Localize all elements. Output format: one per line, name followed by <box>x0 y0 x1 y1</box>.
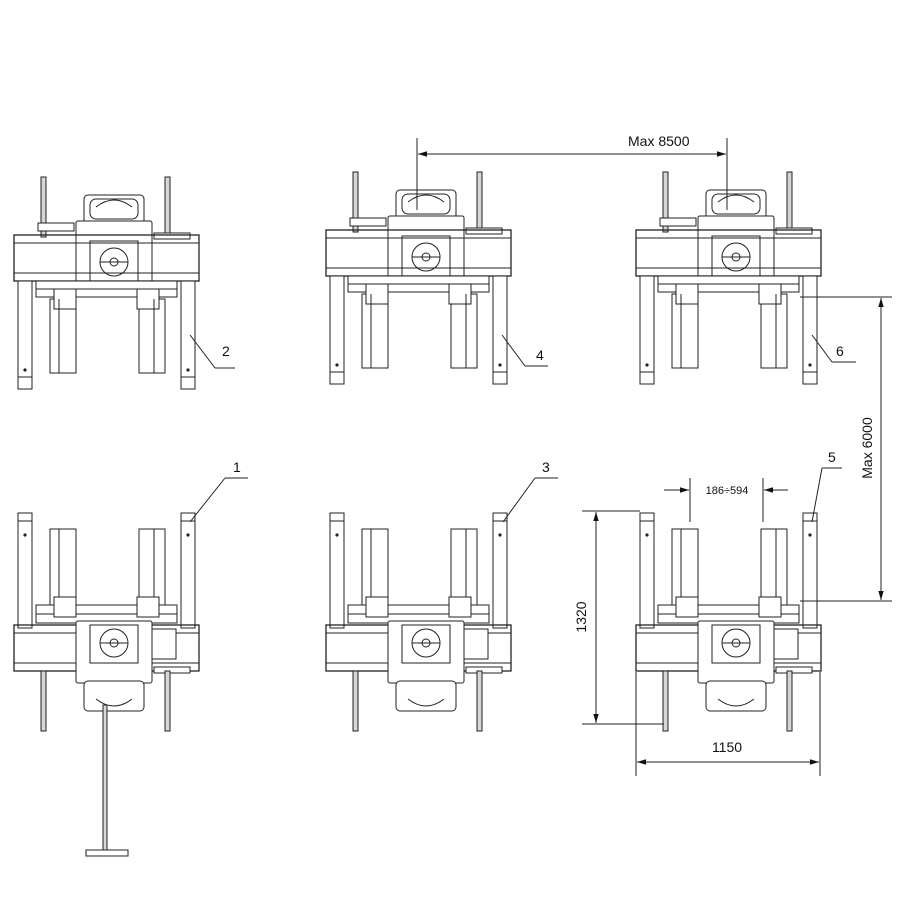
callout-1-label: 1 <box>233 459 241 475</box>
dimension-width-1150-label: 1150 <box>712 739 742 755</box>
dimension-width-1150: 1150 <box>635 672 821 776</box>
unit-bottom-right <box>635 512 822 732</box>
dimension-max-6000-label: Max 6000 <box>859 417 875 479</box>
unit-bottom-left <box>13 512 200 857</box>
callout-6: 6 <box>811 334 856 363</box>
unit-top-left <box>13 176 200 390</box>
handle-rod <box>102 704 108 851</box>
callout-4-label: 4 <box>536 347 544 363</box>
dimension-width-range: 186÷594 <box>664 478 788 522</box>
unit-top-middle <box>325 171 512 385</box>
dimension-width-range-label: 186÷594 <box>706 485 749 497</box>
dimension-height-1320: 1320 <box>573 510 664 725</box>
handle-grip <box>85 849 129 857</box>
callout-3-label: 3 <box>542 459 550 475</box>
callout-1: 1 <box>189 459 248 523</box>
callout-6-label: 6 <box>836 343 844 359</box>
callout-5-label: 5 <box>828 449 836 465</box>
callout-2-label: 2 <box>222 343 230 359</box>
unit-top-right <box>635 171 822 385</box>
callout-5: 5 <box>811 449 842 523</box>
callout-2: 2 <box>189 334 235 369</box>
unit-bottom-middle <box>325 512 512 732</box>
dimension-max-6000: Max 6000 <box>800 296 892 602</box>
callout-4: 4 <box>501 334 548 367</box>
dimension-max-8500: Max 8500 <box>416 133 728 210</box>
dimension-max-8500-label: Max 8500 <box>628 133 690 149</box>
dimension-height-1320-label: 1320 <box>573 601 589 632</box>
callout-3: 3 <box>502 459 558 523</box>
